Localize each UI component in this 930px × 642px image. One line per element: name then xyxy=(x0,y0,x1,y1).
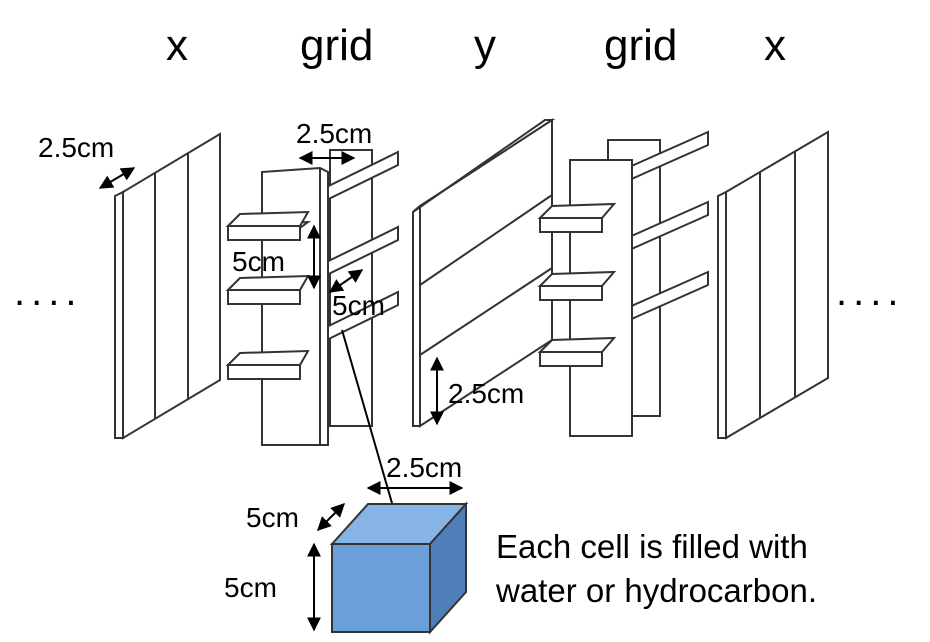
cell-cube xyxy=(329,501,469,635)
x-plate-left xyxy=(114,132,221,440)
shelf-depth-label: 5cm xyxy=(332,290,385,321)
ellipsis-right: .... xyxy=(836,270,905,314)
cell-depth-arrow xyxy=(317,503,345,531)
cell-caption-line1: Each cell is filled with xyxy=(496,528,808,565)
cell-height-label: 5cm xyxy=(224,572,277,603)
layer-label-x-right: x xyxy=(764,21,786,70)
x-thickness-label: 2.5cm xyxy=(38,132,115,163)
layer-label-grid-right: grid xyxy=(604,21,678,70)
shelf-depth-arrow xyxy=(328,269,364,293)
layer-label-x-left: x xyxy=(166,21,188,70)
grid-right xyxy=(537,130,709,437)
y-height-label: 2.5cm xyxy=(448,378,525,409)
cell-depth-label: 5cm xyxy=(246,502,299,533)
layer-label-y: y xyxy=(474,21,496,70)
grid-spacing-label: 2.5cm xyxy=(296,118,373,149)
cell-width-label: 2.5cm xyxy=(386,452,463,483)
x-thickness-arrow xyxy=(98,167,136,189)
ellipsis-left: .... xyxy=(14,270,83,314)
cell-caption-line2: water or hydrocarbon. xyxy=(496,572,817,609)
x-plate-right xyxy=(717,130,829,440)
shelf-height-label: 5cm xyxy=(232,246,285,277)
layer-label-grid-left: grid xyxy=(300,21,374,70)
grid-left xyxy=(225,149,399,446)
